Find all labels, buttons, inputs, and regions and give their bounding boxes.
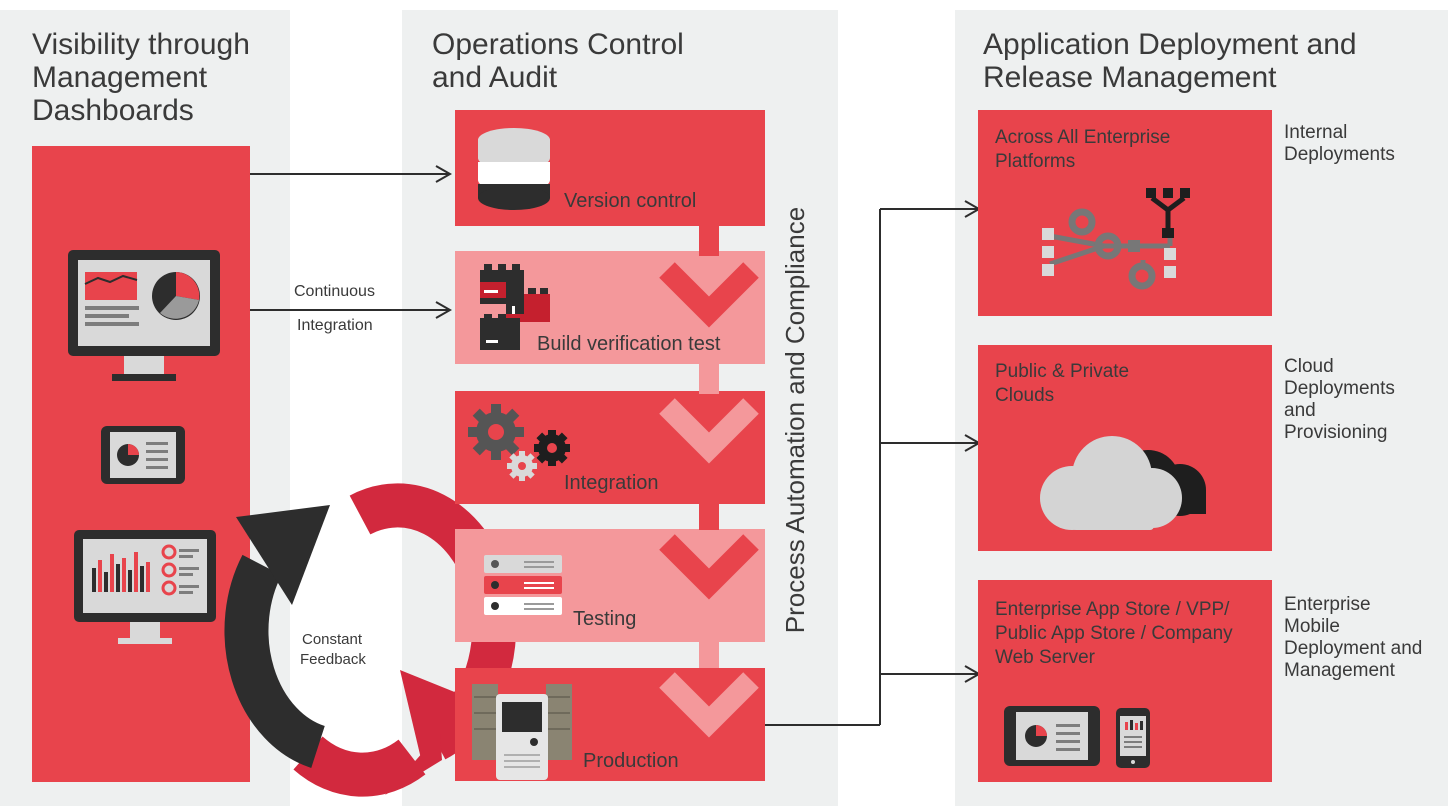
deployment-branch-arrows [765, 200, 982, 726]
stage-label-build-verification: Build verification test [537, 333, 721, 355]
gears-icon [468, 404, 570, 481]
stage-label-production: Production [583, 750, 679, 772]
operations-heading: Operations Control and Audit [432, 28, 684, 94]
build-blocks-icon [480, 264, 550, 350]
internal-box-title: Across All Enterprise Platforms [995, 127, 1171, 172]
mobile-box-title: Enterprise App Store / VPP/ Public App S… [995, 599, 1233, 668]
network-branches-icon [1042, 188, 1190, 290]
database-icon [478, 128, 550, 210]
dashboards-heading: Visibility through Management Dashboards [32, 28, 250, 127]
feedback-label-1: Constant [302, 631, 363, 648]
mobile-side-label: Enterprise Mobile Deployment and Managem… [1284, 594, 1423, 681]
cloud-side-label: Cloud Deployments and Provisioning [1284, 356, 1395, 443]
tablet-phone-icon [1004, 706, 1150, 768]
continuous-label: Continuous [294, 283, 375, 300]
stage-label-integration: Integration [564, 472, 659, 494]
production-terminal-icon [472, 684, 572, 780]
desktop-dashboard-icon [68, 250, 220, 381]
cloud-box-title: Public & Private Clouds [995, 361, 1130, 406]
internal-side-label: Internal Deployments [1284, 122, 1395, 165]
server-rack-icon [484, 555, 562, 615]
dashboard-to-version-arrow [250, 165, 453, 183]
integration-connector-label: Integration [297, 317, 373, 334]
stage-label-version-control: Version control [564, 190, 697, 212]
deployment-heading: Application Deployment and Release Manag… [983, 28, 1357, 94]
stage-label-testing: Testing [573, 608, 637, 630]
desktop-analytics-icon [74, 530, 216, 644]
continuous-integration-arrow [250, 301, 453, 319]
pipeline-flow-arrows [659, 226, 759, 738]
feedback-label-2: Feedback [300, 651, 366, 668]
tablet-dashboard-icon [101, 426, 185, 484]
cloud-icon [1040, 436, 1206, 530]
internal-deployments-box [978, 110, 1272, 316]
